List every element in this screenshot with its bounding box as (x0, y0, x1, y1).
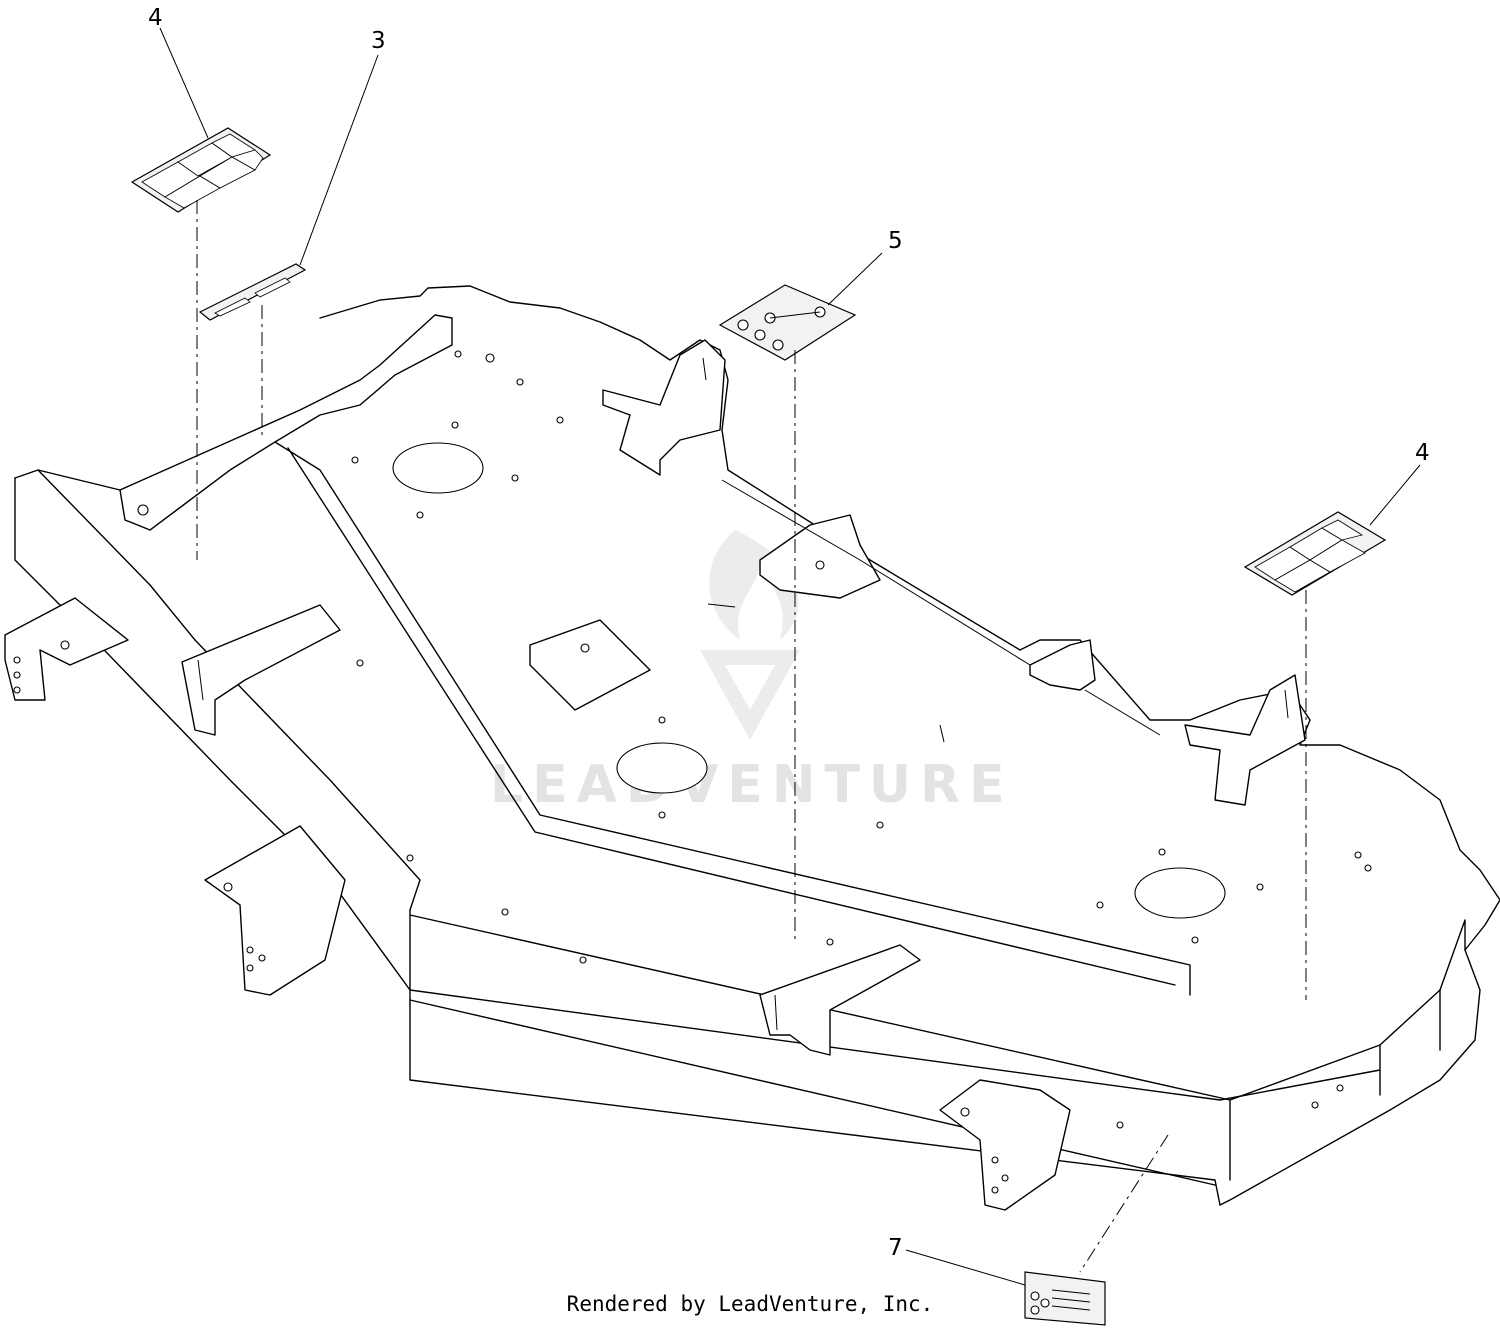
callout-4-left: 4 (148, 5, 163, 31)
callout-5: 5 (888, 228, 903, 254)
leader-lines (159, 27, 1421, 1286)
decal-4-left (130, 127, 272, 213)
mower-deck (14, 285, 1500, 1206)
decal-5 (718, 284, 857, 361)
decal-3 (198, 263, 307, 321)
leadventure-watermark: LEADVENTURE (490, 530, 1014, 815)
rendered-by-credit: Rendered by LeadVenture, Inc. (566, 1292, 934, 1316)
deck-small-holes (351, 350, 1372, 1129)
callout-7: 7 (888, 1235, 903, 1261)
decal-4-right (1243, 511, 1387, 596)
callout-3: 3 (371, 28, 386, 54)
decal-7 (1024, 1271, 1106, 1326)
center-lines (196, 200, 1307, 1273)
watermark-text: LEADVENTURE (490, 755, 1014, 815)
deck-brackets (4, 339, 1306, 1211)
callout-4-right: 4 (1415, 440, 1430, 466)
